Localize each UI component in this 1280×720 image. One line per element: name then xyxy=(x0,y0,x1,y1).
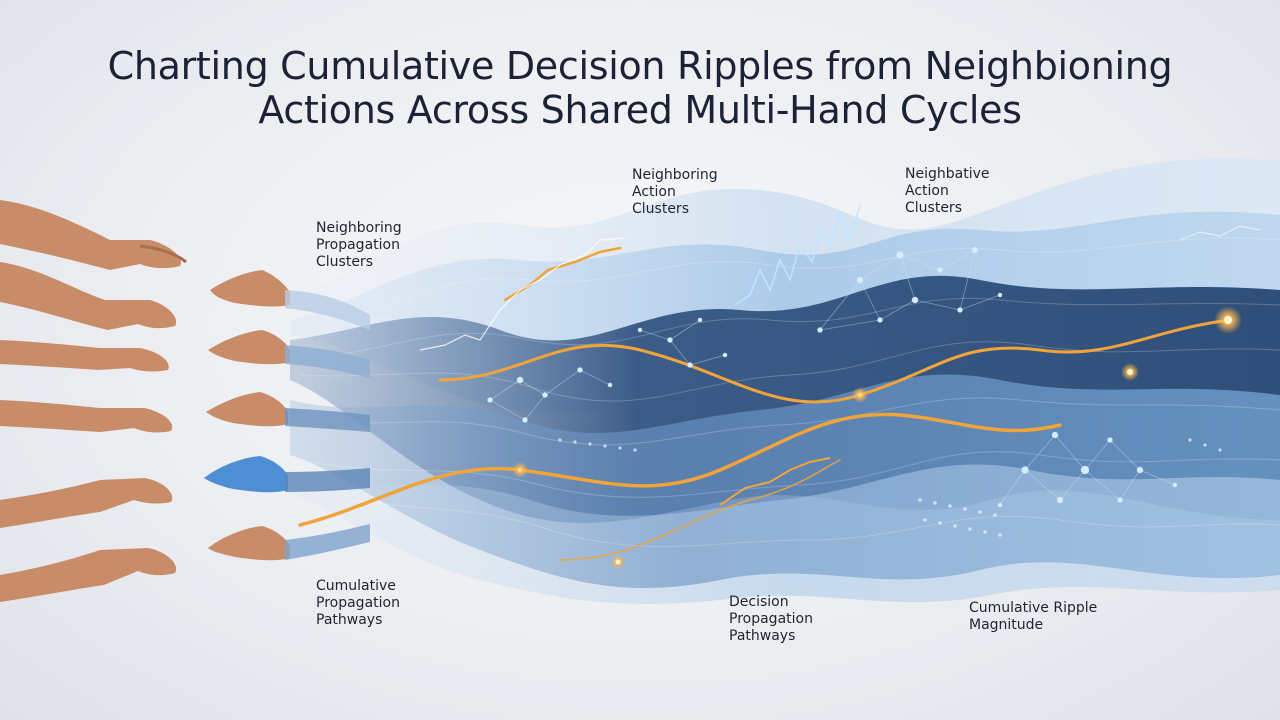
cluster-left xyxy=(487,367,613,423)
mini-step-chart xyxy=(719,457,831,506)
title-line-1: Charting Cumulative Decision Ripples fro… xyxy=(107,44,1173,88)
hand-right-5 xyxy=(208,526,290,561)
label-decision-propagation-pathways: Decision Propagation Pathways xyxy=(729,594,813,645)
orange-pathway-middle xyxy=(298,412,1062,527)
hand-left-3 xyxy=(0,340,169,372)
label-line: Clusters xyxy=(316,254,373,270)
label-cumulative-ripple-magnitude: Cumulative Ripple Magnitude xyxy=(969,600,1097,634)
label-line: Action xyxy=(905,183,949,199)
ribbon-streamlines xyxy=(299,237,1280,548)
label-line: Clusters xyxy=(905,200,962,216)
network-clusters xyxy=(487,246,1178,508)
label-line: Propagation xyxy=(729,611,813,627)
ribbon-band-light-bottom xyxy=(290,464,1280,604)
dot-grid xyxy=(558,438,1222,537)
hands-left-row xyxy=(0,200,187,602)
label-line: Propagation xyxy=(316,595,400,611)
mini-charts xyxy=(419,204,1261,506)
cluster-upper-right xyxy=(817,246,1003,333)
label-line: Neighboring xyxy=(632,167,718,183)
label-line: Pathways xyxy=(316,612,383,628)
hand-right-3 xyxy=(206,392,288,427)
cluster-center xyxy=(637,317,728,368)
mini-spike-chart xyxy=(734,204,861,306)
label-line: Action xyxy=(632,184,676,200)
label-line: Clusters xyxy=(632,201,689,217)
hand-right-blue xyxy=(204,456,288,493)
title-line-2: Actions Across Shared Multi-Hand Cycles xyxy=(258,88,1022,132)
pathway-glow-points xyxy=(512,306,1242,569)
label-line: Cumulative xyxy=(316,578,396,594)
infographic-title: Charting Cumulative Decision Ripples fro… xyxy=(40,44,1240,132)
label-line: Decision xyxy=(729,594,789,610)
label-neighbative-action-clusters: Neighbative Action Clusters xyxy=(905,166,989,217)
mini-line-chart xyxy=(419,237,626,351)
orange-pathway-lower xyxy=(559,459,841,561)
label-neighboring-action-clusters: Neighboring Action Clusters xyxy=(632,167,718,218)
label-line: Pathways xyxy=(729,628,796,644)
hand-left-4 xyxy=(0,400,173,433)
hands-right-row xyxy=(204,270,290,561)
label-line: Magnitude xyxy=(969,617,1044,633)
decision-pathways xyxy=(298,246,1232,561)
label-neighboring-propagation-clusters: Neighboring Propagation Clusters xyxy=(316,220,402,271)
hand-right-2 xyxy=(208,330,290,365)
hand-left-6 xyxy=(0,548,177,602)
label-line: Neighboring xyxy=(316,220,402,236)
mini-wave-chart xyxy=(1179,225,1261,241)
hand-left-5 xyxy=(0,478,173,528)
hand-left-2 xyxy=(0,262,177,330)
label-line: Propagation xyxy=(316,237,400,253)
label-line: Cumulative Ripple xyxy=(969,600,1098,616)
hand-right-1 xyxy=(210,270,290,307)
ribbon-bands xyxy=(290,158,1280,604)
cluster-lower-right xyxy=(997,431,1178,508)
hand-left-1 xyxy=(0,200,187,270)
label-cumulative-propagation-pathways: Cumulative Propagation Pathways xyxy=(316,578,400,629)
forearm-ribbons xyxy=(285,290,370,560)
label-line: Neighbative xyxy=(905,166,990,182)
